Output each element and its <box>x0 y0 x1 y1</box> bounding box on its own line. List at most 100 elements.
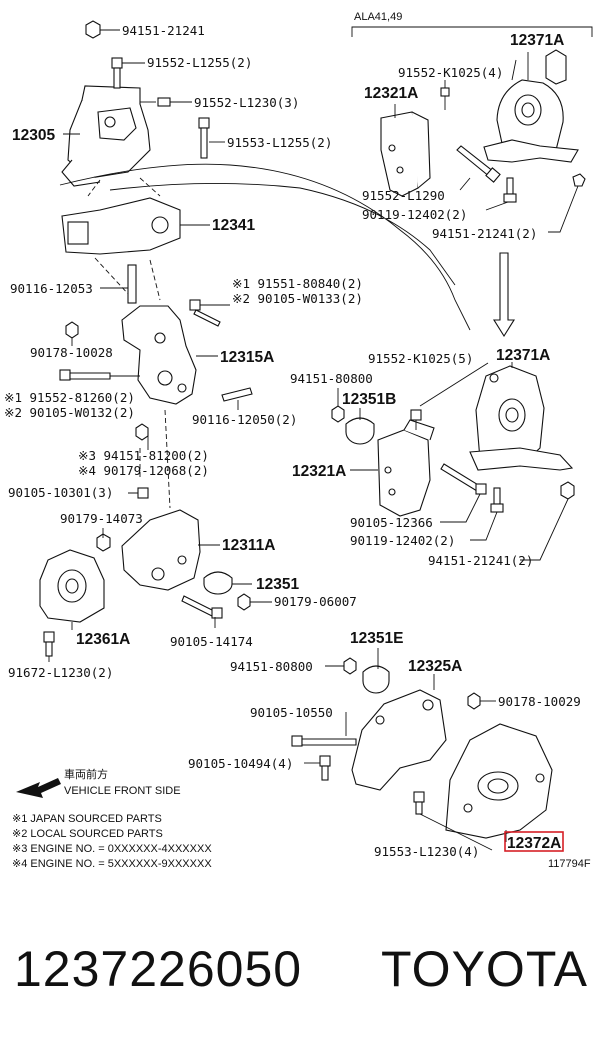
engine-bracket-12341 <box>61 197 181 255</box>
label-94151-21241-mid: 94151-21241(2) <box>428 553 533 568</box>
bolt-icon <box>181 595 223 619</box>
label-91553-L1230: 91553-L1230(4) <box>374 844 479 859</box>
nut-icon <box>85 20 101 39</box>
variant-bracket <box>351 26 593 37</box>
nut-icon <box>135 423 149 441</box>
label-94151-21241-top: 94151-21241(2) <box>432 226 537 241</box>
stud-icon <box>127 264 137 304</box>
label-91553-L1255: 91553-L1255(2) <box>227 135 332 150</box>
bolt-icon <box>319 755 331 781</box>
note-1: ※1 JAPAN SOURCED PARTS <box>12 813 162 825</box>
assembly-guide-line <box>87 177 161 301</box>
label-91552-81260: ※1 91552-81260(2) <box>4 390 135 405</box>
note-3: ※3 ENGINE NO. = 0XXXXXX-4XXXXXX <box>12 843 212 855</box>
nut-icon <box>96 533 111 552</box>
nut-icon <box>572 173 586 187</box>
bolt-icon <box>198 117 210 159</box>
engine-mount-12361A <box>39 549 105 623</box>
bolt-icon <box>456 145 501 183</box>
label-90119-12402-top: 90119-12402(2) <box>362 207 467 222</box>
label-90105-12366: 90105-12366 <box>350 515 433 530</box>
part-12371A-mid: 12371A <box>496 347 550 364</box>
bracket-12325A <box>351 689 447 791</box>
part-12321A-mid: 12321A <box>292 463 346 480</box>
bolt-icon <box>410 409 422 430</box>
bolt-icon <box>440 87 450 110</box>
nut-icon <box>467 692 481 710</box>
bolt-icon <box>140 97 171 107</box>
bolt-icon <box>189 299 221 327</box>
part-12315A: 12315A <box>220 349 274 366</box>
bracket-top <box>380 111 431 197</box>
nut-icon <box>65 321 79 339</box>
part-12341: 12341 <box>212 217 255 234</box>
part-12305: 12305 <box>12 127 55 144</box>
label-90116-12050: 90116-12050(2) <box>192 412 297 427</box>
engine-bracket-12305 <box>61 85 151 187</box>
part-number: 1237226050 <box>14 941 303 997</box>
bolt-icon <box>413 791 425 815</box>
label-94151-81200: ※3 94151-81200(2) <box>78 448 209 463</box>
label-90178-10029: 90178-10029 <box>498 694 581 709</box>
label-91552-L1290: 91552-L1290 <box>362 188 445 203</box>
label-90105-10301: 90105-10301(3) <box>8 485 113 500</box>
label-90119-12402-mid: 90119-12402(2) <box>350 533 455 548</box>
bolt-icon <box>43 631 55 657</box>
arrow-left-icon <box>16 778 61 798</box>
label-90105-W0132: ※2 90105-W0132(2) <box>4 405 135 420</box>
bolt-icon <box>490 487 504 513</box>
highlight-box <box>504 831 564 852</box>
bolt-icon <box>291 735 357 747</box>
label-94151-21241: 94151-21241 <box>122 23 205 38</box>
label-90179-06007: 90179-06007 <box>274 594 357 609</box>
part-12351B: 12351B <box>342 391 396 408</box>
note-2: ※2 LOCAL SOURCED PARTS <box>12 828 163 840</box>
note-4: ※4 ENGINE NO. = 5XXXXXX-9XXXXXX <box>12 858 212 870</box>
label-91552-K1025-4: 91552-K1025(4) <box>398 65 503 80</box>
part-12311A: 12311A <box>222 537 275 554</box>
engine-bracket-12311A <box>121 509 201 591</box>
bolt-icon <box>59 369 111 381</box>
brand-name: TOYOTA <box>381 941 588 997</box>
cushion-12351B <box>345 417 375 445</box>
label-90105-W0133: ※2 90105-W0133(2) <box>232 291 363 306</box>
direction-label: 車両前方 <box>64 767 108 781</box>
label-90179-14073: 90179-14073 <box>60 511 143 526</box>
engine-mount-top <box>483 49 579 163</box>
label-90105-14174: 90105-14174 <box>170 634 253 649</box>
part-12371A-top: 12371A <box>510 32 564 49</box>
nut-icon <box>237 593 251 611</box>
stud-icon <box>221 387 253 402</box>
hose-outline <box>59 163 471 331</box>
label-90105-10550: 90105-10550 <box>250 705 333 720</box>
direction-label-en: VEHICLE FRONT SIDE <box>64 785 181 797</box>
part-12351E: 12351E <box>350 630 403 647</box>
footer: 1237226050 TOYOTA <box>0 940 600 1010</box>
arrow-down-icon <box>493 252 515 338</box>
part-12351: 12351 <box>256 576 299 593</box>
bolt-icon <box>111 57 123 89</box>
label-94151-80800-low: 94151-80800 <box>230 659 313 674</box>
nut-icon <box>343 657 357 675</box>
part-12361A: 12361A <box>76 631 130 648</box>
cushion-12351 <box>203 571 233 595</box>
label-91552-L1230: 91552-L1230(3) <box>194 95 299 110</box>
variant-tag: ALA41,49 <box>354 11 402 23</box>
label-91552-K1025-5: 91552-K1025(5) <box>368 351 473 366</box>
part-12321A-top: 12321A <box>364 85 418 102</box>
figure-code: 117794F <box>548 858 591 870</box>
label-91672-L1230: 91672-L1230(2) <box>8 665 113 680</box>
bolt-icon <box>440 463 487 495</box>
part-12325A: 12325A <box>408 658 462 675</box>
cushion-12351E <box>362 665 390 694</box>
label-90116-12053: 90116-12053 <box>10 281 93 296</box>
nut-icon <box>331 405 345 423</box>
label-90178-10028: 90178-10028 <box>30 345 113 360</box>
nut-icon <box>560 481 575 500</box>
assembly-guide-line <box>139 409 171 509</box>
bolt-icon <box>503 177 517 203</box>
engine-mount-12372A <box>445 723 553 839</box>
label-90179-12068: ※4 90179-12068(2) <box>78 463 209 478</box>
label-91551-80840: ※1 91551-80840(2) <box>232 276 363 291</box>
